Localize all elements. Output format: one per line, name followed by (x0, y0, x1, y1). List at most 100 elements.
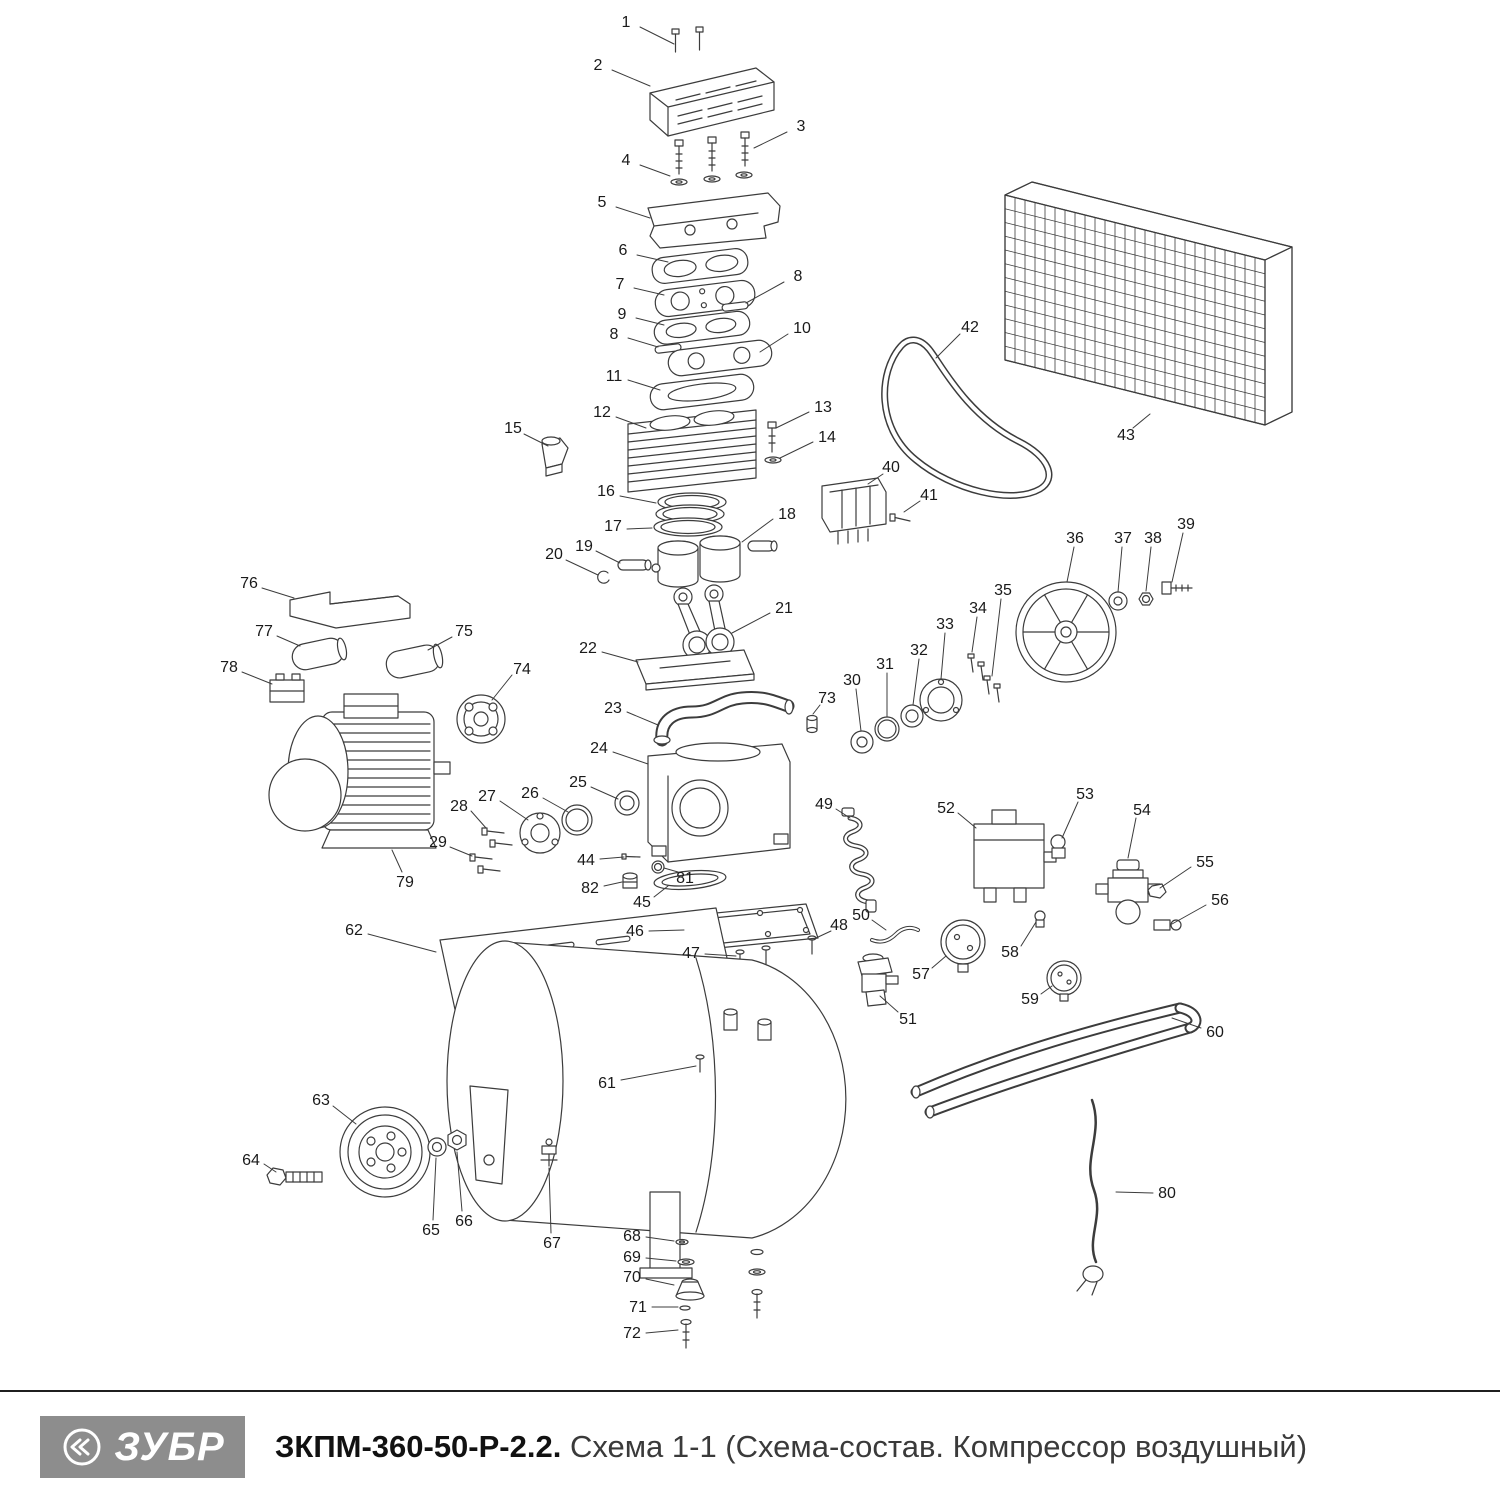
part-label-56-56: 56 (1211, 892, 1229, 909)
leader-line-37-37 (1117, 546, 1123, 593)
leader-line-17-17 (626, 527, 653, 530)
part-label-64-64: 64 (242, 1152, 260, 1169)
part-label-4-3: 4 (622, 152, 631, 169)
part-drawing-belt-guard (1004, 181, 1293, 426)
guard-grid-line (1004, 208, 1266, 275)
part-drawing-capacitors (291, 637, 444, 679)
guard-grid-line (1004, 332, 1266, 398)
part-label-15-15: 15 (504, 420, 522, 437)
part-label-22-22: 22 (579, 640, 597, 657)
leader-line-9-8 (635, 317, 665, 326)
part-label-73-73: 73 (818, 690, 836, 707)
leader-line-55-55 (1159, 866, 1192, 889)
part-drawing-axle-bolt (266, 1167, 323, 1186)
part-drawing-plate-gasket (653, 310, 751, 345)
part-label-5-4: 5 (598, 194, 607, 211)
leader-line-79-79 (391, 849, 403, 873)
guard-grid-line (1004, 290, 1266, 357)
part-drawing-pressure-gauge-large (940, 919, 986, 973)
part-label-6-5: 6 (619, 242, 628, 259)
leader-line-75-75 (427, 636, 453, 651)
leader-line-60-60 (1171, 1017, 1202, 1029)
part-label-63-63: 63 (312, 1092, 330, 1109)
part-drawing-pressure-gauge-small (1046, 960, 1082, 1002)
part-label-2-1: 2 (594, 57, 603, 74)
part-label-76-76: 76 (240, 575, 258, 592)
part-label-78-78: 78 (220, 659, 238, 676)
part-label-59-59: 59 (1021, 991, 1039, 1008)
guard-grid-line (1004, 249, 1266, 316)
part-drawing-head-bolts (674, 131, 750, 175)
part-label-25-25: 25 (569, 774, 587, 791)
part-drawing-cylinder-head (647, 192, 781, 249)
scheme-caption: Схема 1-1 (Схема-состав. Компрессор возд… (561, 1429, 1308, 1464)
leader-line-69-69 (645, 1257, 677, 1262)
part-label-8-7: 8 (794, 268, 803, 285)
part-drawing-pipe (870, 925, 920, 944)
leader-line-59-59 (1040, 985, 1053, 995)
leader-line-5-4 (615, 206, 651, 219)
part-label-39-39: 39 (1177, 516, 1195, 533)
brand-logo: ЗУБР (40, 1416, 245, 1478)
leader-line-53-53 (1061, 801, 1079, 839)
leader-line-48-48 (815, 930, 832, 939)
leader-line-12-12 (615, 416, 647, 429)
part-label-36-36: 36 (1066, 530, 1084, 547)
part-label-10-10: 10 (793, 320, 811, 337)
part-drawing-pressure-switch (973, 809, 1057, 903)
leader-line-34-34 (971, 616, 978, 653)
leader-line-73-73 (812, 704, 821, 715)
part-drawing-coiled-hose (841, 807, 877, 913)
part-label-61-61: 61 (598, 1075, 616, 1092)
leader-line-2-1 (611, 69, 651, 87)
part-label-58-58: 58 (1001, 944, 1019, 961)
part-drawing-plug (806, 714, 818, 734)
part-drawing-flywheel (1015, 581, 1117, 683)
leader-line-70-70 (645, 1278, 675, 1286)
part-drawing-head-cover (649, 67, 775, 137)
part-drawing-check-valve (857, 953, 899, 1007)
part-label-71-71: 71 (629, 1299, 647, 1316)
part-drawing-fitting-58 (1034, 910, 1046, 928)
part-label-27-27: 27 (478, 788, 496, 805)
part-drawing-motor (268, 693, 451, 849)
leader-line-23-23 (626, 711, 659, 726)
leader-line-52-52 (957, 812, 977, 829)
guard-grid-line (1004, 318, 1266, 385)
part-drawing-connecting-rods (673, 584, 735, 660)
part-drawing-cylinder-block (627, 409, 757, 493)
part-label-30-30: 30 (843, 672, 861, 689)
leader-line-57-57 (931, 955, 947, 969)
leader-line-11-11 (627, 379, 661, 391)
part-drawing-cylinder-gasket (649, 373, 755, 411)
model-code: ЗКПМ-360-50-Р-2.2. (275, 1429, 562, 1464)
part-drawing-crankcase (647, 742, 791, 863)
part-label-53-53: 53 (1076, 786, 1094, 803)
leader-line-56-56 (1171, 904, 1207, 925)
part-drawing-reed-valves (654, 301, 749, 354)
leader-line-1-0 (639, 26, 675, 45)
leader-line-49-49 (835, 808, 851, 819)
leader-line-76-76 (261, 587, 295, 599)
part-label-34-34: 34 (969, 600, 987, 617)
part-label-20-20: 20 (545, 546, 563, 563)
leader-line-68-68 (645, 1236, 675, 1242)
part-label-75-75: 75 (455, 623, 473, 640)
part-drawing-unloader-screw (889, 513, 911, 522)
part-drawing-foot-hardware (675, 1238, 766, 1349)
leader-line-38-38 (1145, 546, 1152, 592)
part-label-66-66: 66 (455, 1213, 473, 1230)
part-label-1-0: 1 (622, 14, 631, 31)
part-label-55-55: 55 (1196, 854, 1214, 871)
leader-line-25-25 (590, 786, 619, 800)
part-label-74-74: 74 (513, 661, 531, 678)
leader-line-14-14 (779, 441, 814, 459)
guard-grid-line (1004, 277, 1266, 343)
leader-line-45-45 (653, 885, 669, 898)
leader-line-27-27 (499, 800, 529, 821)
leader-line-36-36 (1066, 546, 1075, 583)
part-label-19-19: 19 (575, 538, 593, 555)
part-drawing-transfer-tube (653, 691, 795, 747)
part-label-57-57: 57 (912, 966, 930, 983)
part-label-11-11: 11 (606, 368, 623, 385)
